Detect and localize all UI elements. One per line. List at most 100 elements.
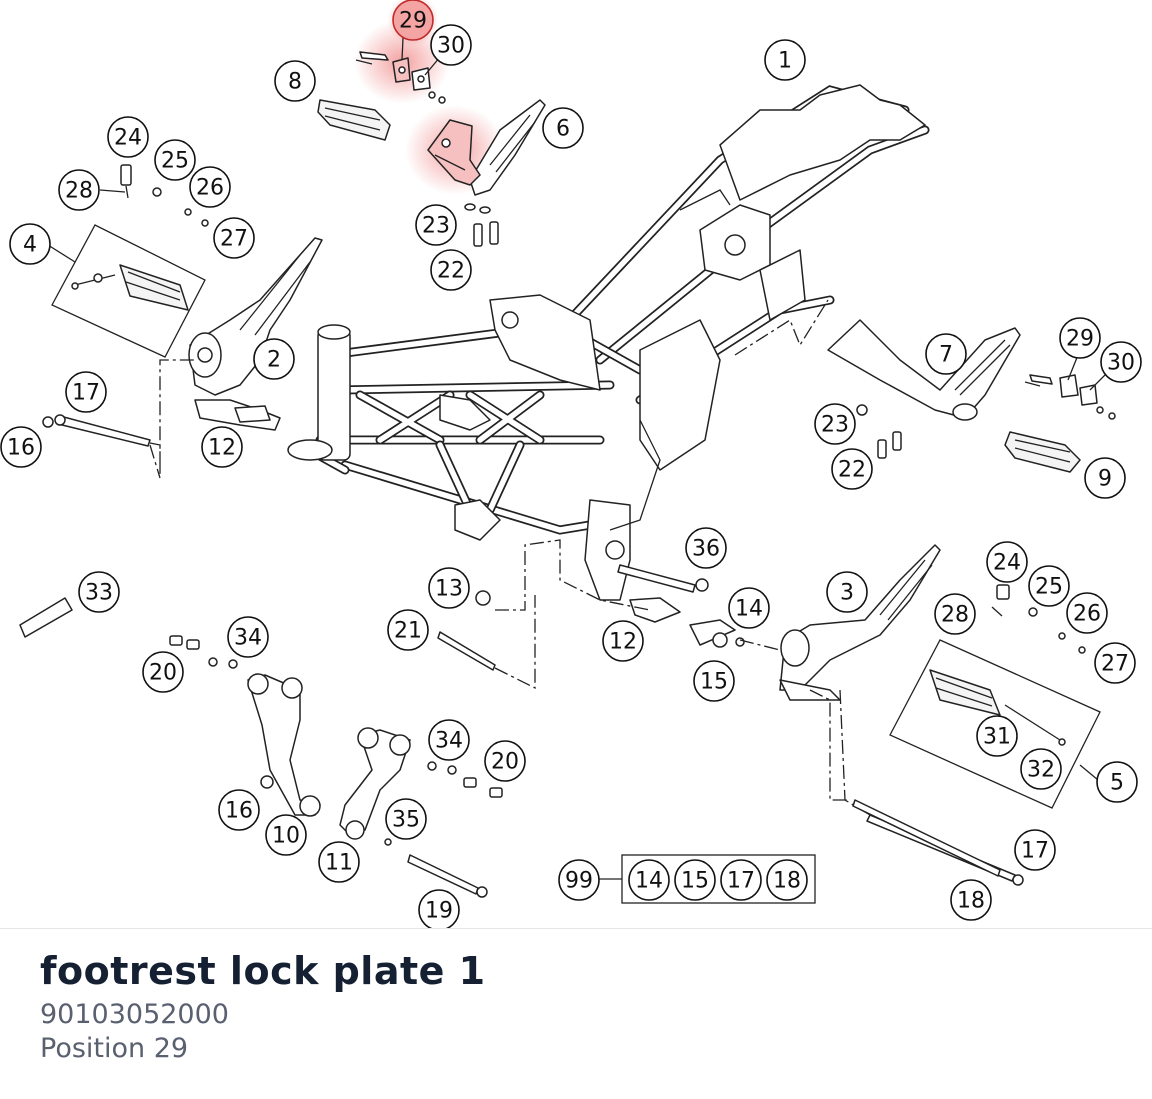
- long-pivot-bolts: [852, 799, 1024, 886]
- callout-28[interactable]: 28: [934, 593, 976, 635]
- callout-22[interactable]: 22: [430, 249, 472, 291]
- callout-1[interactable]: 1: [764, 39, 806, 81]
- callout-label: 24: [114, 126, 142, 151]
- foot-hangers: [19, 597, 503, 898]
- callout-34[interactable]: 34: [227, 616, 269, 658]
- callout-33[interactable]: 33: [78, 571, 120, 613]
- callout-12[interactable]: 12: [201, 426, 243, 468]
- callout-9[interactable]: 9: [1084, 457, 1126, 499]
- callout-label: 2: [267, 348, 281, 373]
- callout-label: 11: [325, 851, 353, 876]
- callout-24[interactable]: 24: [107, 116, 149, 158]
- callout-18[interactable]: 18: [950, 879, 992, 921]
- callout-label: 4: [23, 233, 37, 258]
- callout-14[interactable]: 14: [728, 587, 770, 629]
- callout-label: 6: [556, 117, 570, 142]
- callout-label: 18: [773, 869, 801, 894]
- callout-label: 24: [993, 551, 1021, 576]
- right-small-parts: [991, 584, 1086, 654]
- callout-12[interactable]: 12: [602, 620, 644, 662]
- callout-7[interactable]: 7: [925, 333, 967, 375]
- callout-label: 19: [425, 899, 453, 924]
- callout-26[interactable]: 26: [1066, 592, 1108, 634]
- top-bracket-6: [427, 99, 546, 196]
- callout-label: 25: [1035, 575, 1063, 600]
- callout-label: 22: [437, 259, 465, 284]
- callout-35[interactable]: 35: [385, 798, 427, 840]
- callout-17[interactable]: 17: [720, 859, 762, 901]
- part-name: footrest lock plate 1: [40, 949, 486, 993]
- callout-16[interactable]: 16: [218, 789, 260, 831]
- callout-30[interactable]: 30: [1100, 341, 1142, 383]
- callout-16[interactable]: 16: [0, 426, 42, 468]
- callout-26[interactable]: 26: [189, 166, 231, 208]
- callout-label: 23: [422, 214, 450, 239]
- parts-diagram: 1234567891011121213141415151616171717181…: [0, 0, 1142, 928]
- callout-label: 32: [1027, 758, 1055, 783]
- left-footrest-bracket: [188, 237, 323, 431]
- callout-23[interactable]: 23: [415, 204, 457, 246]
- callout-30[interactable]: 30: [430, 24, 472, 66]
- callout-21[interactable]: 21: [387, 609, 429, 651]
- callout-20[interactable]: 20: [484, 740, 526, 782]
- callout-32[interactable]: 32: [1020, 748, 1062, 790]
- callout-10[interactable]: 10: [265, 814, 307, 856]
- callout-label: 20: [149, 661, 177, 686]
- callout-label: 27: [1101, 652, 1129, 677]
- callout-label: 17: [727, 869, 755, 894]
- callout-19[interactable]: 19: [418, 889, 460, 928]
- callout-34[interactable]: 34: [428, 719, 470, 761]
- callout-28[interactable]: 28: [58, 169, 100, 211]
- callout-label: 13: [435, 577, 463, 602]
- callout-5[interactable]: 5: [1096, 761, 1138, 803]
- left-pivot-bolt: [42, 359, 195, 479]
- callout-4[interactable]: 4: [9, 223, 51, 265]
- callout-label: 12: [609, 630, 637, 655]
- callout-label: 20: [491, 750, 519, 775]
- callout-2[interactable]: 2: [253, 338, 295, 380]
- left-small-parts: [99, 164, 209, 227]
- callout-label: 28: [65, 179, 93, 204]
- left-footrest-assembly: [51, 224, 206, 358]
- callout-22[interactable]: 22: [831, 448, 873, 490]
- callout-23[interactable]: 23: [814, 403, 856, 445]
- callout-27[interactable]: 27: [213, 217, 255, 259]
- callout-25[interactable]: 25: [154, 139, 196, 181]
- callout-17[interactable]: 17: [65, 371, 107, 413]
- callout-label: 99: [565, 869, 593, 894]
- callout-13[interactable]: 13: [428, 567, 470, 609]
- callout-25[interactable]: 25: [1028, 565, 1070, 607]
- callout-label: 8: [288, 70, 302, 95]
- callout-label: 5: [1110, 771, 1124, 796]
- callout-18[interactable]: 18: [766, 859, 808, 901]
- callout-27[interactable]: 27: [1094, 642, 1136, 684]
- callout-29[interactable]: 29: [392, 0, 434, 41]
- callout-36[interactable]: 36: [685, 527, 727, 569]
- callout-label: 31: [983, 725, 1011, 750]
- callout-label: 26: [196, 176, 224, 201]
- callout-20[interactable]: 20: [142, 651, 184, 693]
- callout-17[interactable]: 17: [1014, 829, 1056, 871]
- kit-group-99: [598, 854, 816, 904]
- callout-11[interactable]: 11: [318, 841, 360, 883]
- callout-label: 30: [437, 34, 465, 59]
- callout-24[interactable]: 24: [986, 541, 1028, 583]
- right-footrest-9: [1004, 431, 1081, 473]
- callout-99[interactable]: 99: [558, 859, 600, 901]
- callout-31[interactable]: 31: [976, 715, 1018, 757]
- callout-8[interactable]: 8: [274, 60, 316, 102]
- callout-label: 15: [700, 670, 728, 695]
- callout-6[interactable]: 6: [542, 107, 584, 149]
- callout-3[interactable]: 3: [826, 571, 868, 613]
- callout-label: 30: [1107, 351, 1135, 376]
- callout-29[interactable]: 29: [1059, 317, 1101, 359]
- callout-15[interactable]: 15: [674, 859, 716, 901]
- callout-label: 1: [778, 49, 792, 74]
- top-footrest-8: [317, 99, 391, 141]
- callout-label: 23: [821, 413, 849, 438]
- callout-label: 18: [957, 889, 985, 914]
- callout-label: 10: [272, 824, 300, 849]
- callout-14[interactable]: 14: [628, 859, 670, 901]
- part-detail-panel: footrest lock plate 1 90103052000 Positi…: [0, 928, 1152, 1099]
- callout-15[interactable]: 15: [693, 660, 735, 702]
